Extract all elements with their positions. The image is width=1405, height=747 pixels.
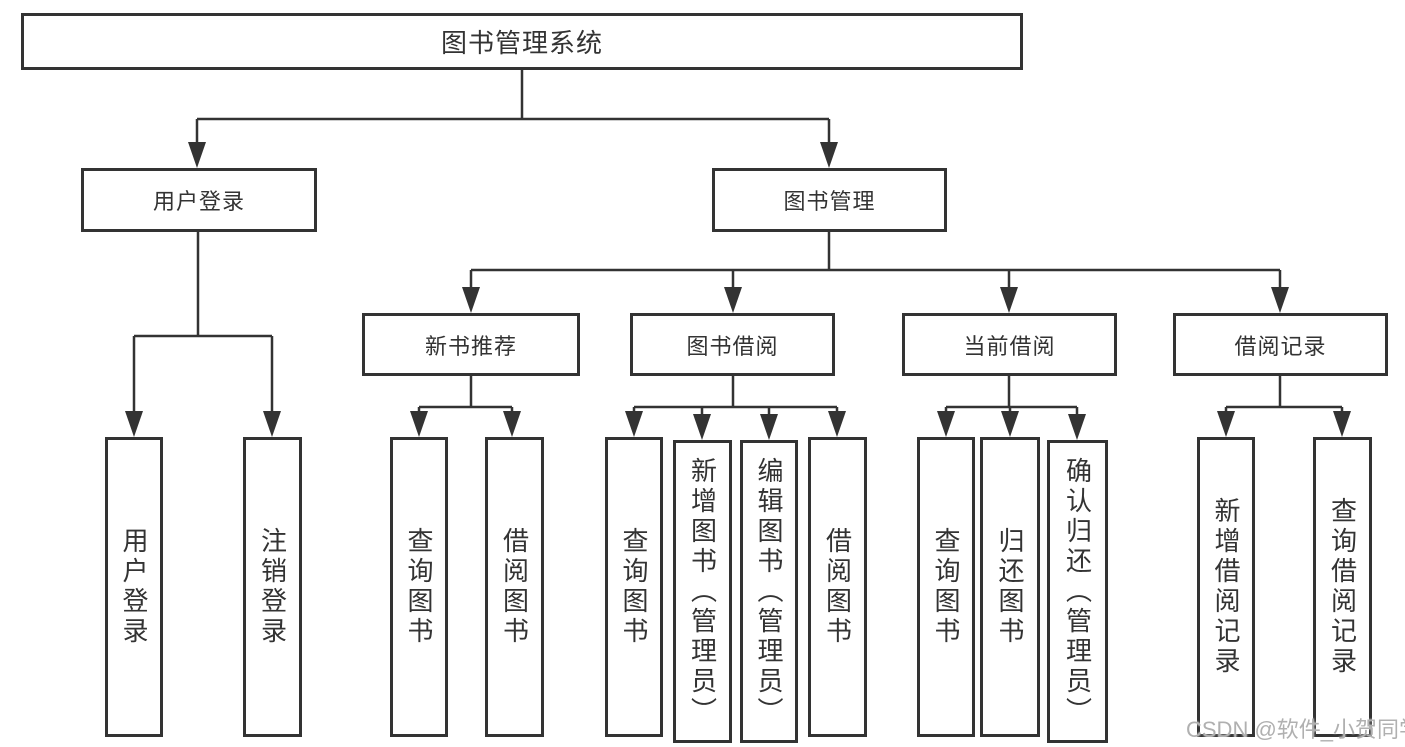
leaf-newbooks-borrow: 借阅图书	[485, 437, 544, 737]
node-root: 图书管理系统	[21, 13, 1023, 70]
node-book-borrow: 图书借阅	[630, 313, 835, 376]
node-book-mgmt: 图书管理	[712, 168, 947, 232]
leaf-records-query: 查询借阅记录	[1313, 437, 1372, 737]
node-borrow-records: 借阅记录	[1173, 313, 1388, 376]
leaf-label: 借阅图书	[822, 527, 853, 647]
leaf-label: 借阅图书	[499, 527, 530, 647]
leaf-label: 新增图书（管理员）	[687, 456, 718, 727]
leaf-current-return: 归还图书	[980, 437, 1040, 737]
node-user-login: 用户登录	[81, 168, 317, 232]
leaf-label: 查询图书	[619, 527, 649, 647]
leaf-logout: 注销登录	[243, 437, 302, 737]
leaf-label: 查询图书	[404, 527, 434, 647]
leaf-label: 用户登录	[119, 527, 149, 647]
leaf-records-add: 新增借阅记录	[1197, 437, 1255, 737]
connector-book-mgmt-to-level3	[462, 232, 1289, 313]
leaf-label: 确认归还（管理员）	[1062, 456, 1093, 727]
connector-current-borrow-leaves	[937, 376, 1086, 440]
leaf-label: 新增借阅记录	[1211, 497, 1241, 677]
watermark: CSDN @软件_小贺同学	[1186, 717, 1405, 742]
leaf-current-query: 查询图书	[917, 437, 975, 737]
connector-book-borrow-leaves	[625, 376, 846, 440]
leaf-current-confirm-admin: 确认归还（管理员）	[1047, 440, 1108, 743]
leaf-label: 注销登录	[257, 527, 288, 647]
node-current-borrow: 当前借阅	[902, 313, 1117, 376]
connector-root-to-level2	[188, 70, 838, 168]
leaf-label: 查询借阅记录	[1327, 497, 1358, 677]
leaf-borrow-query: 查询图书	[605, 437, 663, 737]
leaf-borrow-borrow: 借阅图书	[808, 437, 867, 737]
connector-new-books-leaves	[410, 376, 521, 437]
leaf-label: 查询图书	[931, 527, 961, 647]
leaf-label: 编辑图书（管理员）	[754, 456, 784, 727]
leaf-newbooks-query: 查询图书	[390, 437, 448, 737]
leaf-label: 归还图书	[995, 527, 1025, 647]
node-new-books: 新书推荐	[362, 313, 580, 376]
connector-user-login-leaves	[125, 232, 281, 437]
leaf-user-login: 用户登录	[105, 437, 163, 737]
leaf-borrow-add-admin: 新增图书（管理员）	[673, 440, 732, 743]
leaf-borrow-edit-admin: 编辑图书（管理员）	[740, 440, 798, 743]
connector-borrow-records-leaves	[1217, 376, 1351, 437]
